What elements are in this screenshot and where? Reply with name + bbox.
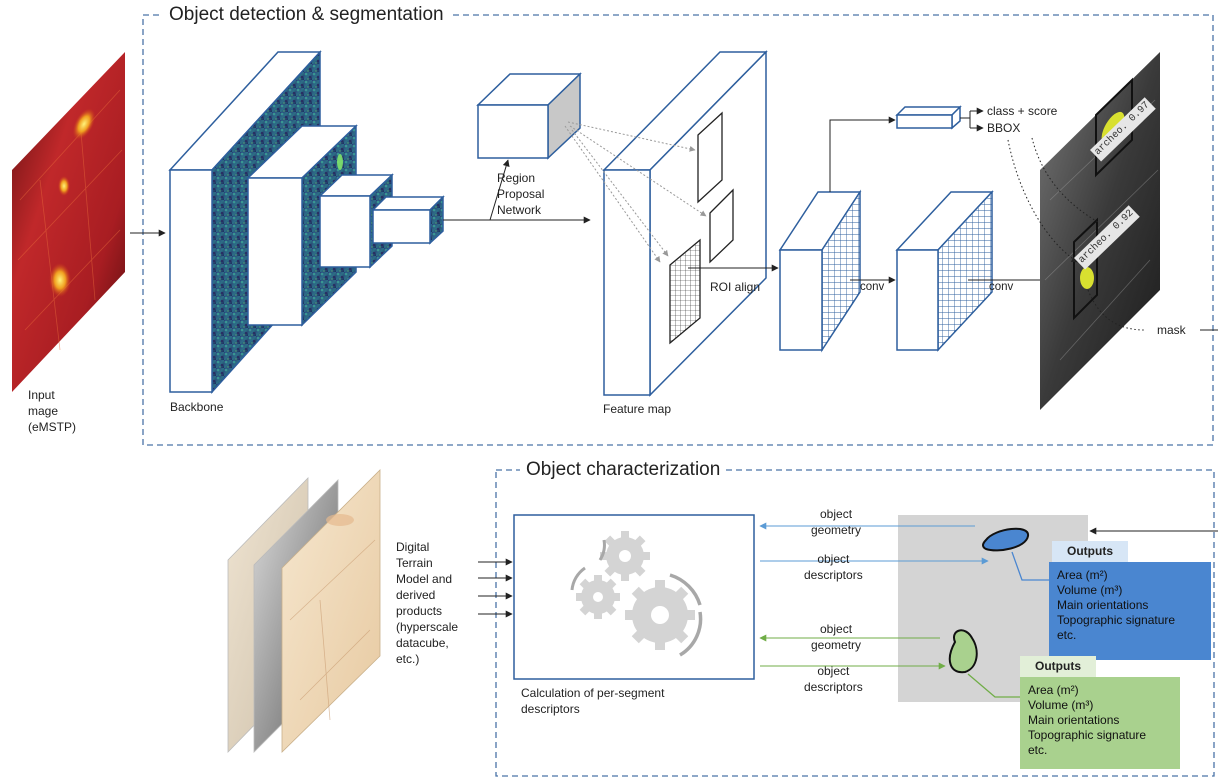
outputs-green-body-bg (1020, 677, 1180, 769)
input-image (12, 52, 125, 392)
mask-label: mask (1157, 323, 1186, 337)
characterization-frame (495, 469, 1215, 777)
rpn-proposal-arrow-1 (567, 121, 696, 152)
geometry-label-1: object geometry (811, 507, 862, 537)
bbox-pointer (1007, 139, 1079, 263)
conv2-label: conv (989, 281, 1014, 293)
conv-block-2 (895, 190, 994, 352)
rpn-proposal-arrow-2 (569, 125, 707, 217)
detection-title: Object detection & segmentation (163, 4, 450, 26)
dtm-label: Digital Terrain Model and derived produc… (396, 540, 459, 666)
outputs-green-body: Area (m²) Volume (m³) Main orientations … (1028, 683, 1147, 757)
rpn-label: Region Proposal Network (497, 171, 545, 217)
conv1-label: conv (860, 281, 885, 293)
conv-block-1 (778, 189, 862, 353)
blue-segment (982, 527, 1029, 552)
fc-branch-line (829, 116, 896, 192)
green-output-link (967, 673, 1020, 698)
blue-output-link (1011, 551, 1050, 581)
rpn-box (476, 72, 582, 160)
outputs-blue-body-bg (1049, 562, 1211, 660)
mask-pointer (1087, 289, 1146, 331)
calc-label: Calculation of per-segment descriptors (521, 686, 665, 716)
roi-align-label: ROI align (710, 280, 761, 294)
detection-frame (142, 14, 1214, 446)
geometry-label-2: object geometry (811, 622, 862, 652)
rpn-proposal-arrow-3 (571, 129, 669, 257)
outputs-blue-header-bg (1052, 541, 1128, 562)
feature-map-label: Feature map (603, 402, 672, 416)
green-segment (948, 629, 978, 674)
input-image-label: Input mage (eMSTP) (28, 388, 76, 434)
outputs-blue-body: Area (m²) Volume (m³) Main orientations … (1057, 568, 1176, 642)
feature-map (602, 50, 768, 397)
class-score-label: class + score (987, 104, 1058, 118)
descriptors-label-2: object descriptors (804, 664, 863, 694)
backbone-label: Backbone (170, 400, 224, 414)
outputs-green-header: Outputs (1035, 659, 1081, 673)
characterization-title: Object characterization (520, 459, 727, 481)
descriptors-label-1: object descriptors (804, 552, 863, 582)
rpn-up-arrow (489, 159, 510, 221)
outputs-green-header-bg (1020, 656, 1096, 677)
backbone-block-4 (371, 195, 445, 245)
fc-box (895, 105, 962, 130)
bbox-label: BBOX (987, 121, 1021, 135)
dtm-stack (227, 469, 381, 753)
class-pointer (1031, 137, 1099, 223)
outputs-blue-header: Outputs (1067, 544, 1113, 558)
